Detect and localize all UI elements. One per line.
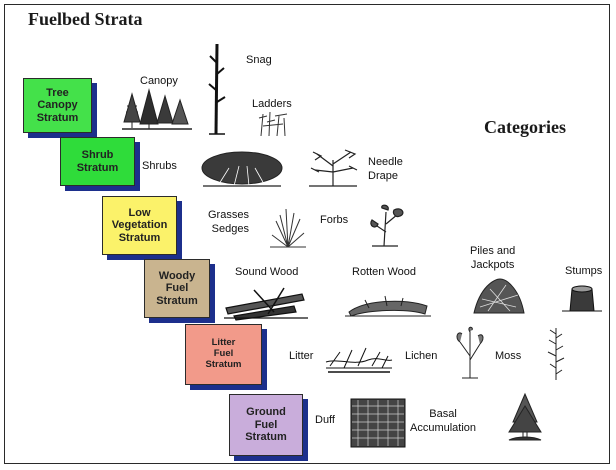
- snag-illustration: [208, 43, 226, 135]
- label-stumps: Stumps: [565, 265, 603, 277]
- stratum-box-shrub: Shrub Stratum: [60, 137, 135, 186]
- label-snag: Snag: [246, 54, 272, 66]
- shrub-illustration: [201, 151, 283, 187]
- lichen-illustration: [456, 326, 484, 379]
- label-duff: Duff: [315, 414, 335, 426]
- stratum-label-shrub: Shrub Stratum: [76, 148, 119, 174]
- stratum-label-ground-fuel: Ground Fuel Stratum: [245, 406, 287, 444]
- label-sound-wood: Sound Wood: [235, 266, 299, 278]
- stratum-box-woody-fuel: Woody Fuel Stratum: [144, 259, 210, 318]
- sound-wood-illustration: [224, 287, 308, 321]
- label-piles-jackpots: Piles and Jackpots: [470, 245, 516, 271]
- label-litter: Litter: [289, 350, 314, 362]
- duff-illustration: [350, 398, 406, 448]
- stratum-box-litter-fuel: Litter Fuel Stratum: [185, 324, 262, 385]
- stump-illustration: [562, 285, 602, 312]
- litter-illustration: [325, 347, 393, 373]
- ladders-illustration: [258, 111, 288, 137]
- label-ladders: Ladders: [252, 98, 292, 110]
- moss-illustration: [547, 328, 565, 380]
- label-needle-drape: Needle Drape: [368, 156, 403, 182]
- label-rotten-wood: Rotten Wood: [352, 266, 417, 278]
- stratum-box-tree: Tree Canopy Stratum: [23, 78, 92, 133]
- rotten-wood-illustration: [345, 295, 431, 317]
- stratum-label-litter-fuel: Litter Fuel Stratum: [205, 337, 242, 370]
- grasses-sedges-illustration: [270, 208, 306, 248]
- label-moss: Moss: [495, 350, 522, 362]
- stratum-box-low-vegetation: Low Vegetation Stratum: [102, 196, 177, 255]
- stratum-label-woody-fuel: Woody Fuel Stratum: [156, 269, 198, 307]
- piles-jackpots-illustration: [473, 278, 525, 314]
- canopy-trees-illustration: [122, 88, 192, 130]
- label-grasses-sedges: Grasses Sedges: [208, 209, 249, 235]
- diagram-title: Fuelbed Strata: [28, 9, 143, 29]
- forbs-illustration: [370, 204, 404, 247]
- stratum-box-ground-fuel: Ground Fuel Stratum: [229, 394, 303, 456]
- label-canopy: Canopy: [140, 75, 178, 87]
- label-lichen: Lichen: [405, 350, 438, 362]
- label-forbs: Forbs: [320, 214, 349, 226]
- basal-accumulation-illustration: [508, 392, 542, 441]
- label-shrubs: Shrubs: [142, 160, 177, 172]
- categories-heading: Categories: [484, 117, 566, 137]
- needle-drape-illustration: [309, 149, 358, 187]
- stratum-label-tree: Tree Canopy Stratum: [36, 86, 79, 124]
- label-basal-accumulation: Basal Accumulation: [410, 408, 477, 434]
- stratum-label-low-vegetation: Low Vegetation Stratum: [111, 206, 168, 244]
